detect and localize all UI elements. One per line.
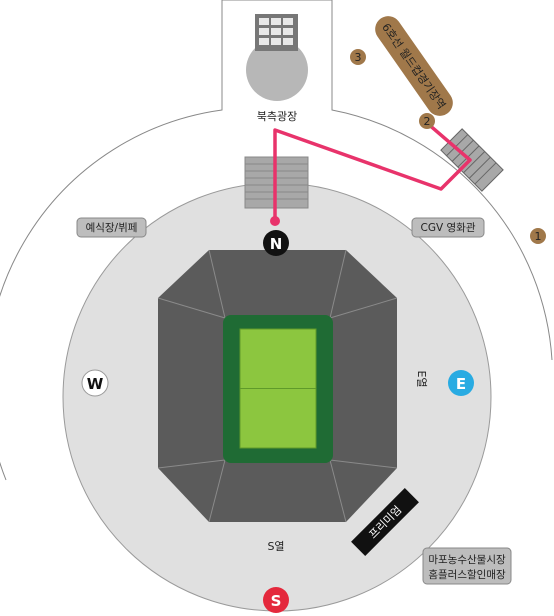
svg-text:CGV 영화관: CGV 영화관: [421, 222, 476, 234]
s-row-label: S열: [267, 540, 284, 553]
svg-text:1: 1: [535, 230, 542, 243]
station-stairs: [440, 128, 504, 192]
svg-text:2: 2: [424, 115, 431, 128]
walking-route: [273, 121, 472, 220]
buffet-label: 예식장/뷔페: [76, 217, 147, 238]
north-plaza-windows: [259, 18, 293, 45]
svg-text:6호선 월드컵경기장역: 6호선 월드컵경기장역: [379, 21, 448, 112]
svg-text:마포농수산물시장: 마포농수산물시장: [428, 554, 506, 566]
west-marker: W: [81, 369, 109, 397]
east-marker: E: [448, 370, 474, 396]
svg-text:S: S: [271, 592, 282, 610]
exit-3-marker: 3: [350, 49, 366, 65]
svg-text:3: 3: [355, 51, 362, 64]
stand-section-lines: [157, 249, 398, 523]
north-marker: N: [263, 230, 289, 256]
market-label: 마포농수산물시장 홈플러스할인매장: [422, 547, 512, 585]
svg-text:홈플러스할인매장: 홈플러스할인매장: [428, 568, 506, 581]
outer-boundary: [0, 0, 553, 481]
exit-2-marker: 2: [419, 113, 435, 129]
route-end-dot: [270, 216, 280, 226]
svg-text:예식장/뷔페: 예식장/뷔페: [86, 221, 138, 234]
exit-1-marker: 1: [530, 228, 546, 244]
south-marker: S: [263, 587, 289, 613]
station-pill: 6호선 월드컵경기장역: [375, 16, 453, 116]
cgv-label: CGV 영화관: [411, 217, 485, 238]
svg-text:W: W: [87, 375, 104, 393]
svg-text:N: N: [270, 235, 283, 253]
north-plaza-dome: [246, 39, 308, 101]
e-row-label: E열: [415, 370, 428, 387]
svg-text:E: E: [456, 375, 466, 393]
north-plaza-label: 북측광장: [257, 110, 297, 123]
